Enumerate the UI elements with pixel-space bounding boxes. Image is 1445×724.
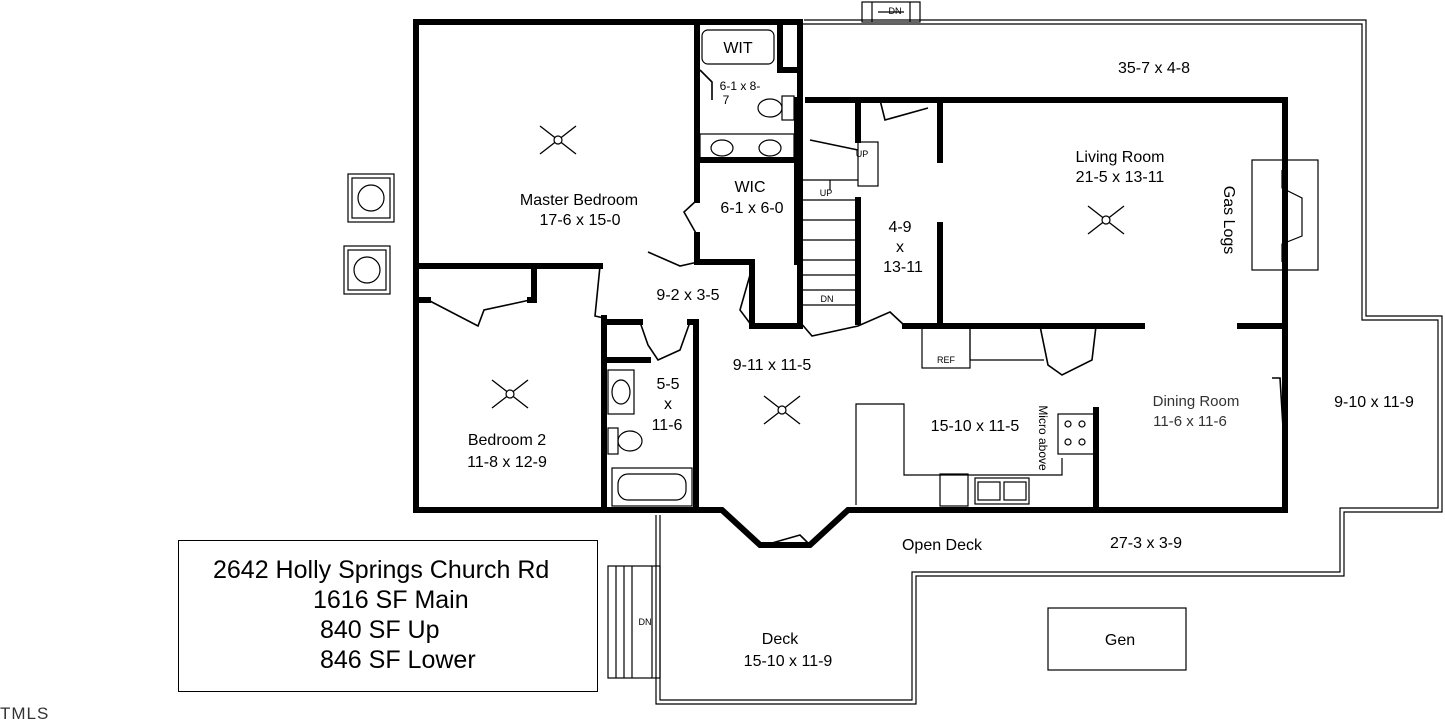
wic-dims: 6-1 x 6-0 [720,200,783,217]
deck-stairs [607,565,661,679]
deck-dims: 15-10 x 11-9 [744,653,833,670]
stair-up-label-1: UP [820,188,833,198]
master-bedroom-name: Master Bedroom [520,192,638,209]
bath2-sink [607,369,635,415]
deck-name: Deck [762,631,799,648]
master-toilet [757,95,795,121]
micro-above-label: Micro above [1036,405,1050,471]
property-info-box [178,540,598,692]
ac-unit-1 [347,173,395,223]
kitchen-counters [855,325,1095,507]
ref-label: REF [937,355,956,365]
main-sf-text: 1616 SF Main [313,586,469,614]
kitchen-dims: 15-10 x 11-5 [931,418,1020,435]
porch-top-dims: 35-7 x 4-8 [1118,60,1190,77]
stair-dn-top: DN [889,6,902,16]
stair-upper [802,141,879,306]
open-deck-name: Open Deck [902,537,983,554]
stair-up-label-2: UP [856,149,869,159]
lower-sf-text: 846 SF Lower [320,646,476,674]
stair-dn-label-2: DN [639,617,652,627]
hall-top-dims: 9-2 x 3-5 [656,287,719,304]
stair-hall-dims-c: 13-11 [883,259,923,276]
wit-tub [701,29,775,65]
living-room-dims: 21-5 x 13-11 [1076,169,1165,186]
ceiling-fan-icon [539,125,577,155]
bath2-tub [611,467,693,507]
mls-watermark: TMLS [0,704,50,723]
up-sf-text: 840 SF Up [320,616,440,644]
master-bath-dims-b: 7 [723,93,730,107]
dining-room-dims: 11-6 x 11-6 [1153,413,1227,430]
dining-room-name: Dining Room [1153,393,1240,410]
gas-logs-label: Gas Logs [1220,186,1237,254]
stair-dn-label-1: DN [821,294,834,304]
master-bedroom-dims: 17-6 x 15-0 [540,212,621,229]
ceiling-fan-icon [491,379,529,409]
fireplace [1251,159,1319,271]
ceiling-fan-icon [763,395,801,425]
stair-hall-dims-a: 4-9 [888,219,911,236]
open-deck-dims: 27-3 x 3-9 [1110,535,1182,552]
wic-name: WIC [734,179,765,196]
wit-label: WIT [723,40,753,57]
address-text: 2642 Holly Springs Church Rd [213,556,550,584]
ac-unit-2 [343,245,391,295]
stair-hall-dims-b: x [896,239,904,256]
living-room-name: Living Room [1076,149,1165,166]
gen-label: Gen [1105,632,1135,649]
generator-box [1047,607,1187,671]
bedroom2-name: Bedroom 2 [468,432,546,449]
master-bath-dims-a: 6-1 x 8- [720,79,761,93]
interior-walls [413,19,1288,513]
bath2-dims-b: x [664,396,672,413]
bedroom2-dims: 11-8 x 12-9 [467,454,547,471]
foyer-dims: 9-11 x 11-5 [733,357,812,374]
doors [427,69,1286,546]
double-vanity [699,133,795,161]
side-deck-dims: 9-10 x 11-9 [1334,394,1414,411]
porch-outline [655,19,1443,705]
ceiling-fan-icon [1087,205,1125,235]
bath2-toilet [607,427,643,455]
top-vent [861,1,921,23]
bath2-dims-c: 11-6 [652,417,683,434]
bath2-dims-a: 5-5 [656,376,679,393]
